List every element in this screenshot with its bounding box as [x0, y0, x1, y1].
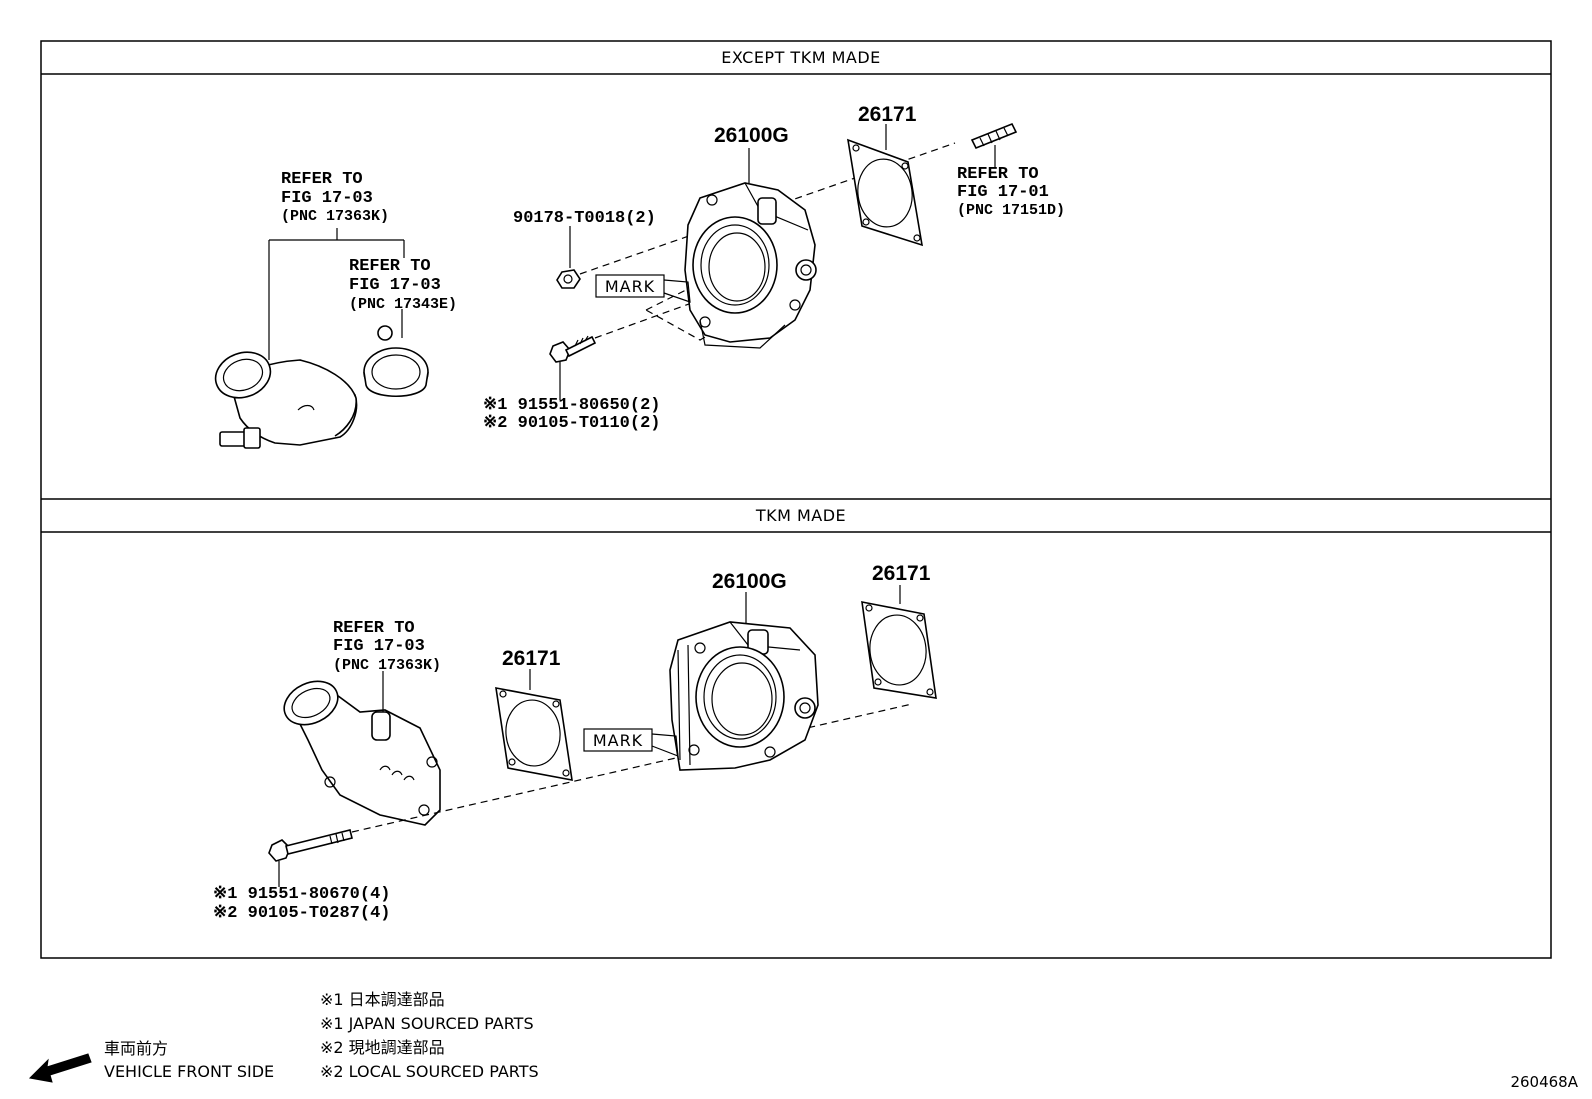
ref-17151d-line2: FIG 17-01	[957, 183, 1049, 202]
part-number-26171-lower-right: 26171	[872, 562, 931, 585]
part-number-26100g-upper: 26100G	[714, 124, 789, 147]
vehicle-front-arrow-icon	[28, 1053, 92, 1083]
ref-17151d-line3: (PNC 17151D)	[957, 202, 1065, 219]
mark-label-lower: MARK	[593, 731, 643, 750]
stud-bolt-upper	[970, 122, 1018, 168]
water-outlet-upper	[214, 351, 358, 449]
ref-17343e-line1: REFER TO	[349, 257, 431, 276]
ref-17151d-line1: REFER TO	[957, 165, 1039, 184]
bolt-upper	[549, 335, 597, 400]
note2-en: ※2 LOCAL SOURCED PARTS	[320, 1062, 539, 1081]
note1-jp: ※1 日本調達部品	[320, 990, 445, 1009]
throttle-body-lower	[669, 621, 819, 771]
bolt-lower-line2: ※2 90105-T0287(4)	[213, 904, 390, 923]
part-number-26171-lower-left: 26171	[502, 647, 561, 670]
figure-code: 260468A	[1510, 1073, 1578, 1091]
ref-17363k-lower-line1: REFER TO	[333, 619, 415, 638]
leader-ref-17363k-upper	[268, 228, 405, 360]
part-number-90178: 90178-T0018(2)	[513, 209, 656, 228]
bolt-upper-line2: ※2 90105-T0110(2)	[483, 414, 660, 433]
part-number-26100g-lower: 26100G	[712, 570, 787, 593]
ref-17363k-lower-line3: (PNC 17363K)	[333, 657, 441, 674]
note2-jp: ※2 現地調達部品	[320, 1038, 445, 1057]
assembly-line-mark-outline	[644, 287, 740, 341]
mark-callout-lower	[583, 728, 679, 757]
gasket-lower-left	[495, 687, 573, 781]
ref-17343e-line2: FIG 17-03	[349, 276, 441, 295]
bolt-lower-line1: ※1 91551-80670(4)	[213, 885, 390, 904]
vehicle-front-jp: 車両前方	[104, 1039, 168, 1058]
section-title-tkm: TKM MADE	[755, 506, 846, 525]
throttle-body-upper	[684, 182, 817, 349]
part-number-26171-upper: 26171	[858, 103, 917, 126]
diagram-frame	[40, 40, 1552, 959]
water-outlet-lower	[283, 680, 441, 826]
ref-17363k-upper-line1: REFER TO	[281, 170, 363, 189]
gasket-lower-right	[861, 601, 937, 699]
bolt-lower	[268, 829, 353, 887]
nut-90178	[556, 226, 581, 289]
section-title-except-tkm: EXCEPT TKM MADE	[721, 48, 881, 67]
gasket-upper	[846, 138, 924, 247]
ref-17343e-line3: (PNC 17343E)	[349, 296, 457, 313]
ref-17363k-upper-line2: FIG 17-03	[281, 189, 373, 208]
hose-clamp	[363, 325, 429, 398]
note1-en: ※1 JAPAN SOURCED PARTS	[320, 1014, 534, 1033]
ref-17363k-lower-line2: FIG 17-03	[333, 637, 425, 656]
ref-17363k-upper-line3: (PNC 17363K)	[281, 208, 389, 225]
vehicle-front-en: VEHICLE FRONT SIDE	[104, 1062, 274, 1081]
bolt-upper-line1: ※1 91551-80650(2)	[483, 396, 660, 415]
mark-label-upper: MARK	[605, 277, 655, 296]
mark-callout-upper	[595, 274, 691, 303]
